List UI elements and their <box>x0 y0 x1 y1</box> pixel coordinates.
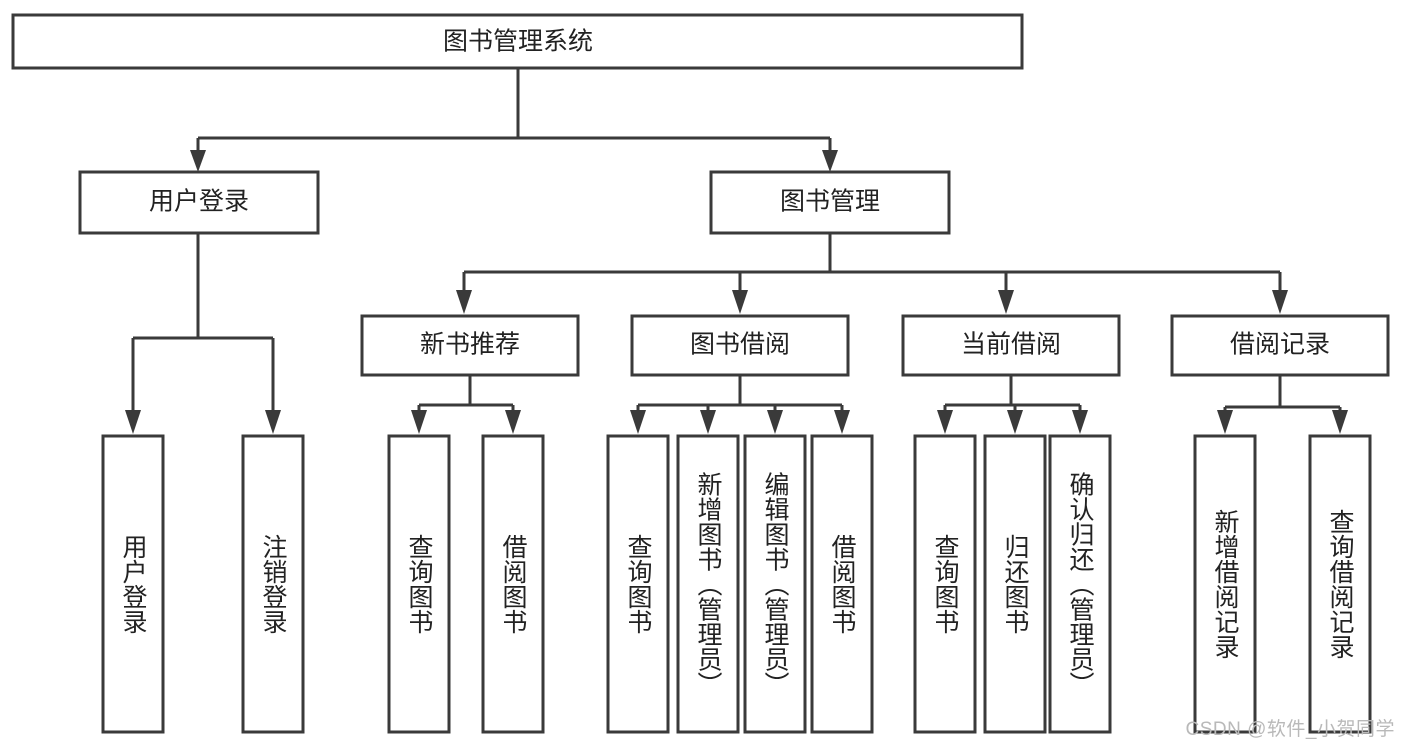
node-leaf-user-login-label: 用户登录 <box>119 534 148 634</box>
node-leaf-edit-book-admin-box[interactable] <box>743 434 807 734</box>
node-leaf-logout[interactable]: 注销登录 <box>241 434 305 734</box>
arrow-head-user-login <box>190 150 206 172</box>
arrow-head-leaf-user-login <box>125 410 141 434</box>
node-book-borrow-label: 图书借阅 <box>690 331 790 359</box>
node-root[interactable]: 图书管理系统 <box>11 13 1024 70</box>
node-leaf-return-book-box[interactable] <box>983 434 1047 734</box>
node-leaf-return-book-label: 归还图书 <box>1001 534 1030 634</box>
node-leaf-borrow-book-label: 借阅图书 <box>828 534 857 634</box>
node-leaf-return-book[interactable]: 归还图书 <box>983 434 1047 734</box>
node-leaf-confirm-return-admin-box[interactable] <box>1048 434 1112 734</box>
node-leaf-query-book-current-box[interactable] <box>913 434 977 734</box>
node-leaf-borrow-book-rec-box[interactable] <box>481 434 545 734</box>
connector-layer <box>125 68 1348 434</box>
node-book-borrow-box[interactable] <box>630 314 850 377</box>
node-leaf-add-borrow-record-box[interactable] <box>1193 434 1257 734</box>
node-book-borrow[interactable]: 图书借阅 <box>630 314 850 377</box>
arrow-head-borrow-record <box>1272 290 1288 314</box>
node-leaf-query-book-rec[interactable]: 查询图书 <box>387 434 451 734</box>
node-leaf-borrow-book[interactable]: 借阅图书 <box>810 434 874 734</box>
node-leaf-query-borrow-record-label: 查询借阅记录 <box>1326 509 1355 659</box>
node-leaf-borrow-book-box[interactable] <box>810 434 874 734</box>
arrow-head-book-management <box>822 150 838 172</box>
node-new-book-recommend-label: 新书推荐 <box>420 331 520 359</box>
node-leaf-query-book-borrow[interactable]: 查询图书 <box>606 434 670 734</box>
node-leaf-query-book-current[interactable]: 查询图书 <box>913 434 977 734</box>
arrow-head-leaf-add-borrow-record <box>1217 410 1233 434</box>
node-layer: 图书管理系统 用户登录 图书管理 新书推荐 图书借阅 <box>11 13 1390 734</box>
node-book-management[interactable]: 图书管理 <box>709 170 951 235</box>
node-user-login[interactable]: 用户登录 <box>78 170 320 235</box>
node-borrow-record[interactable]: 借阅记录 <box>1170 314 1390 377</box>
node-user-login-label: 用户登录 <box>149 188 249 216</box>
arrow-head-leaf-query-book-borrow <box>630 410 646 434</box>
node-leaf-add-book-admin-box[interactable] <box>676 434 740 734</box>
node-leaf-logout-label: 注销登录 <box>259 534 288 634</box>
node-new-book-recommend-box[interactable] <box>360 314 580 377</box>
node-leaf-query-book-current-label: 查询图书 <box>931 534 960 634</box>
arrow-head-leaf-query-borrow-record <box>1332 410 1348 434</box>
node-new-book-recommend[interactable]: 新书推荐 <box>360 314 580 377</box>
arrow-head-leaf-logout <box>265 410 281 434</box>
node-leaf-query-book-rec-box[interactable] <box>387 434 451 734</box>
node-leaf-confirm-return-admin[interactable]: 确认归还（管理员） <box>1048 434 1112 734</box>
node-leaf-query-borrow-record[interactable]: 查询借阅记录 <box>1308 434 1372 734</box>
arrow-head-leaf-query-book-rec <box>411 410 427 434</box>
node-leaf-add-book-admin[interactable]: 新增图书（管理员） <box>676 434 740 734</box>
node-current-borrow-box[interactable] <box>901 314 1121 377</box>
arrow-head-current-borrow <box>998 290 1014 314</box>
arrow-head-leaf-edit-book-admin <box>767 410 783 434</box>
node-leaf-borrow-book-rec[interactable]: 借阅图书 <box>481 434 545 734</box>
node-leaf-edit-book-admin[interactable]: 编辑图书（管理员） <box>743 434 807 734</box>
node-leaf-logout-box[interactable] <box>241 434 305 734</box>
arrow-head-new-book-recommend <box>456 290 472 314</box>
arrow-head-leaf-add-book-admin <box>700 410 716 434</box>
node-leaf-user-login-box[interactable] <box>101 434 165 734</box>
arrow-head-leaf-borrow-book-rec <box>505 410 521 434</box>
node-book-management-label: 图书管理 <box>780 188 880 216</box>
node-root-box[interactable] <box>11 13 1024 70</box>
node-root-label: 图书管理系统 <box>443 28 593 56</box>
node-leaf-query-book-borrow-box[interactable] <box>606 434 670 734</box>
arrow-head-book-borrow <box>732 290 748 314</box>
node-current-borrow-label: 当前借阅 <box>961 331 1061 359</box>
node-borrow-record-label: 借阅记录 <box>1230 331 1330 359</box>
node-current-borrow[interactable]: 当前借阅 <box>901 314 1121 377</box>
node-leaf-query-book-rec-label: 查询图书 <box>405 534 434 634</box>
node-borrow-record-box[interactable] <box>1170 314 1390 377</box>
arrow-head-leaf-return-book <box>1007 410 1023 434</box>
node-user-login-box[interactable] <box>78 170 320 235</box>
node-leaf-query-book-borrow-label: 查询图书 <box>624 534 653 634</box>
arrow-head-leaf-confirm-return-admin <box>1072 410 1088 434</box>
node-leaf-confirm-return-admin-label: 确认归还（管理员） <box>1066 472 1095 697</box>
node-leaf-add-book-admin-label: 新增图书（管理员） <box>694 472 723 697</box>
node-leaf-edit-book-admin-label: 编辑图书（管理员） <box>761 472 790 697</box>
node-book-management-box[interactable] <box>709 170 951 235</box>
node-leaf-query-borrow-record-box[interactable] <box>1308 434 1372 734</box>
node-leaf-borrow-book-rec-label: 借阅图书 <box>499 534 528 634</box>
node-leaf-add-borrow-record-label: 新增借阅记录 <box>1211 509 1240 659</box>
arrow-head-leaf-borrow-book <box>834 410 850 434</box>
arrow-head-leaf-query-book-current <box>937 410 953 434</box>
node-leaf-add-borrow-record[interactable]: 新增借阅记录 <box>1193 434 1257 734</box>
node-leaf-user-login[interactable]: 用户登录 <box>101 434 165 734</box>
